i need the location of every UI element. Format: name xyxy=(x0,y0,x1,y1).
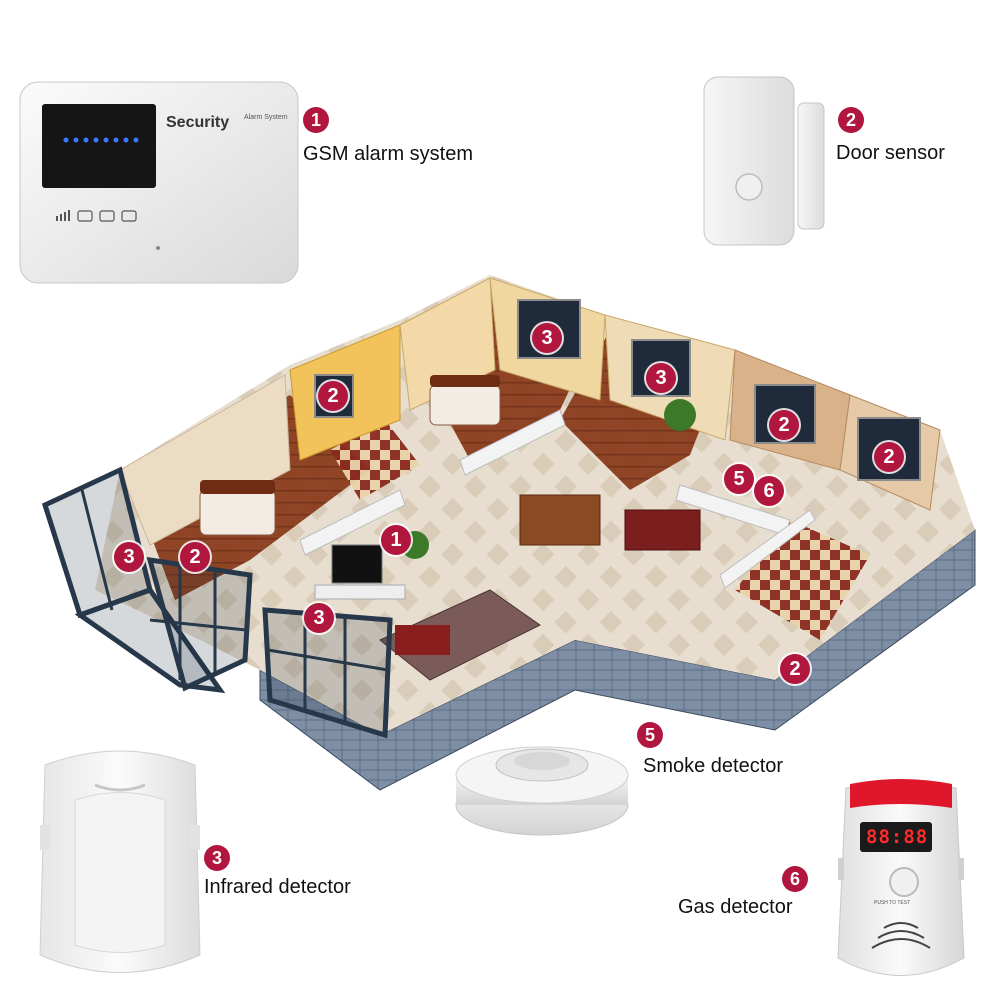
legend-label-infrared: Infrared detector xyxy=(204,876,351,898)
legend-badge-3: 3 xyxy=(204,845,230,871)
legend-label-gas: Gas detector xyxy=(678,896,793,918)
plan-marker-3-balcony: 3 xyxy=(114,542,144,572)
gas-detector: 88:88 PUSH TO TEST xyxy=(832,778,970,988)
panel-subtitle-text: Alarm System xyxy=(244,114,288,121)
plan-marker-2-room: 2 xyxy=(874,442,904,472)
legend-label-gsm: GSM alarm system xyxy=(303,143,474,165)
plan-marker-1-panel: 1 xyxy=(381,525,411,555)
gas-display-readout: 88:88 xyxy=(866,826,929,848)
gas-test-button-label: PUSH TO TEST xyxy=(874,900,911,906)
door-sensor-illustration xyxy=(703,76,825,246)
plan-marker-5-kitchen: 5 xyxy=(724,464,754,494)
legend-badge-2: 2 xyxy=(838,107,864,133)
smoke-detector-illustration xyxy=(455,746,629,836)
plan-marker-3-study: 3 xyxy=(646,363,676,393)
gsm-panel-illustration xyxy=(19,81,299,284)
plan-marker-2-entrance: 2 xyxy=(780,654,810,684)
plan-marker-2-kitchen: 2 xyxy=(769,410,799,440)
plan-marker-3-living: 3 xyxy=(304,603,334,633)
plan-marker-3-bedroom-back: 3 xyxy=(532,323,562,353)
legend-label-smoke: Smoke detector xyxy=(643,755,784,777)
gas-detector-illustration xyxy=(837,779,965,976)
legend-label-door: Door sensor xyxy=(836,142,945,164)
legend-badge-5: 5 xyxy=(637,722,663,748)
infrared-detector-illustration xyxy=(39,750,201,973)
plan-marker-2-bedroom: 2 xyxy=(180,542,210,572)
plan-marker-2-bath: 2 xyxy=(318,381,348,411)
legend-badge-1: 1 xyxy=(303,107,329,133)
plan-marker-6-kitchen: 6 xyxy=(754,476,784,506)
legend-badge-6: 6 xyxy=(782,866,808,892)
panel-brand-text: Security xyxy=(166,114,230,131)
gsm-alarm-panel: Security Alarm System xyxy=(18,80,300,285)
